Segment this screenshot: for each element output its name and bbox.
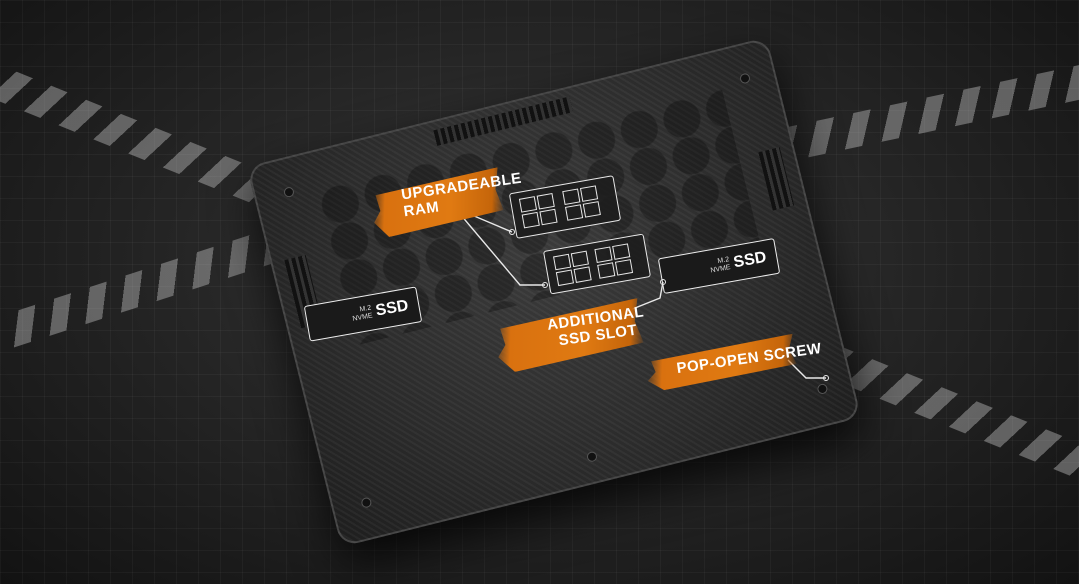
ssd-left-label: SSD [374, 297, 410, 320]
screw [282, 186, 296, 199]
ssd-right-label: SSD [732, 248, 768, 272]
screw [585, 450, 599, 463]
screw [360, 496, 373, 509]
screw [738, 72, 752, 85]
screw [816, 382, 829, 396]
vent-right [758, 147, 795, 211]
